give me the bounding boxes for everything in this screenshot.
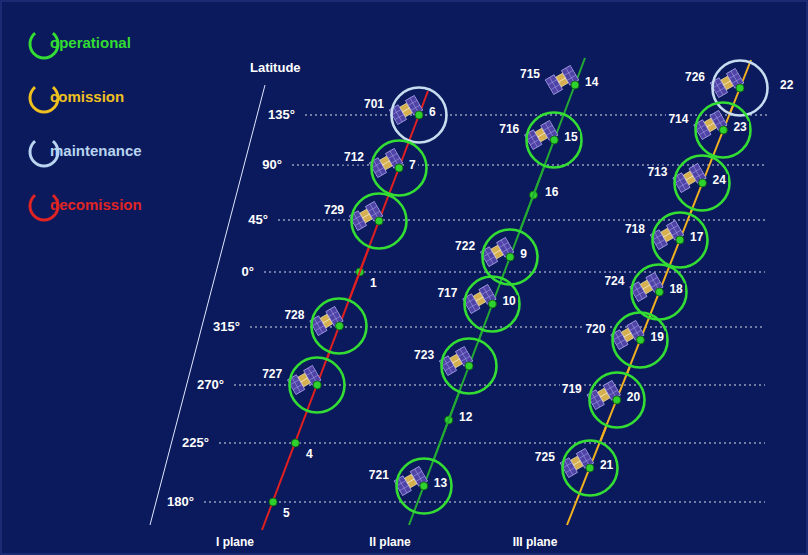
slot-number: 7: [407, 159, 418, 172]
latitude-label: 0°: [240, 265, 256, 279]
latitude-label: 270°: [195, 378, 226, 392]
orbit-slot-ring: 71710: [463, 275, 521, 333]
orbit-slot-ring: 72521: [561, 439, 619, 497]
orbit-slot-ring: 729: [350, 192, 408, 250]
orbit-plane-line: [262, 91, 428, 530]
latitude-label: 180°: [165, 495, 196, 509]
plane-label: II plane: [367, 536, 412, 549]
satellite-number: 720: [583, 323, 607, 336]
orbit-connector: [627, 367, 629, 373]
orbit-slot-ring: 723: [440, 337, 498, 395]
satellite-number: 724: [602, 275, 626, 288]
ring-outline: [440, 337, 498, 395]
slot-number: 18: [667, 283, 684, 296]
satellite-number: 729: [322, 204, 346, 217]
orbit-connector: [691, 210, 692, 213]
orbit-slot-ring: 72019: [611, 311, 669, 369]
orbit-plane-line: [409, 58, 585, 525]
legend-text: decomission: [50, 197, 142, 214]
legend-text: comission: [50, 89, 124, 106]
orbit-slot-ring: 727: [288, 356, 346, 414]
slot-number: 19: [648, 331, 665, 344]
satellite-number: 722: [453, 240, 477, 253]
slot-number: 12: [457, 411, 474, 424]
latitude-label: 315°: [211, 320, 242, 334]
slot-number: 4: [304, 448, 315, 461]
orbit-slot-ring: 71423: [694, 101, 752, 159]
orbit-slot-ring: 71817: [651, 211, 709, 269]
satellite-number: 716: [497, 123, 521, 136]
orbit-slot-ring: 71324: [673, 154, 731, 212]
slot-number: 6: [427, 106, 438, 119]
orbit-slot-ring: 71615: [525, 111, 583, 169]
slot-number: 23: [731, 121, 748, 134]
latitude-lines: [204, 115, 768, 502]
latitude-label: 135°: [266, 108, 297, 122]
satellite-number: 721: [367, 469, 391, 482]
slot-number: 5: [281, 507, 292, 520]
orbit-connector: [327, 353, 329, 358]
ring-outline: [390, 86, 448, 144]
latitude-label: 45°: [246, 213, 270, 227]
legend-text: maintenance: [50, 143, 142, 160]
plane-label: I plane: [214, 536, 256, 549]
slot-number: 17: [688, 231, 705, 244]
ring-outline: [370, 139, 428, 197]
slot-number: 14: [583, 76, 600, 89]
ring-outline: [310, 297, 368, 355]
orbit-slot-ring: 71920: [588, 371, 646, 429]
orbit-connector: [520, 167, 544, 230]
satellite-number: 714: [666, 113, 690, 126]
slot-number: 15: [562, 131, 579, 144]
orbit-plane-line: [567, 60, 751, 525]
slot-number: 1: [368, 277, 379, 290]
satellite-icons: [287, 65, 743, 495]
orbit-slot-ring: 7016: [390, 86, 448, 144]
satellite-number: 718: [623, 223, 647, 236]
slot-number: 13: [432, 477, 449, 490]
plane-label: III plane: [511, 536, 560, 549]
satellite-number: 712: [342, 151, 366, 164]
legend-text: operational: [50, 35, 131, 52]
satellite-number: 728: [282, 309, 306, 322]
ring-outline: [350, 192, 408, 250]
orbit-connector: [479, 331, 482, 339]
satellite-number: 723: [412, 349, 436, 362]
orbit-connector: [601, 427, 607, 441]
slot-number: 16: [543, 186, 560, 199]
satellite-number: 701: [362, 98, 386, 111]
latitude-label: 225°: [180, 436, 211, 450]
satellite-number: 725: [533, 451, 557, 464]
latitude-label: 90°: [260, 158, 284, 172]
slot-number: 20: [625, 391, 642, 404]
orbit-slot-ring: 7127: [370, 139, 428, 197]
satellite-number: 717: [435, 287, 459, 300]
slot-number: 22: [778, 79, 795, 92]
satellite-number: 727: [260, 368, 284, 381]
latitude-axis: [150, 85, 265, 525]
orbit-connector: [434, 393, 459, 459]
slot-number: 10: [500, 295, 517, 308]
slot-number: 21: [598, 459, 615, 472]
axis-title: Latitude: [248, 61, 303, 75]
satellite-number: 715: [518, 68, 542, 81]
ring-outline: [288, 356, 346, 414]
satellite-number: 713: [645, 166, 669, 179]
slot-number: 9: [518, 248, 529, 261]
satellite-number: 726: [683, 71, 707, 84]
orbit-slot-ring: 72113: [395, 457, 453, 515]
orbit-connector: [350, 248, 369, 299]
satellite-number: 719: [560, 383, 584, 396]
orbit-slot-ring: 728: [310, 297, 368, 355]
slot-dots: [269, 81, 744, 506]
slot-number: 24: [710, 174, 727, 187]
